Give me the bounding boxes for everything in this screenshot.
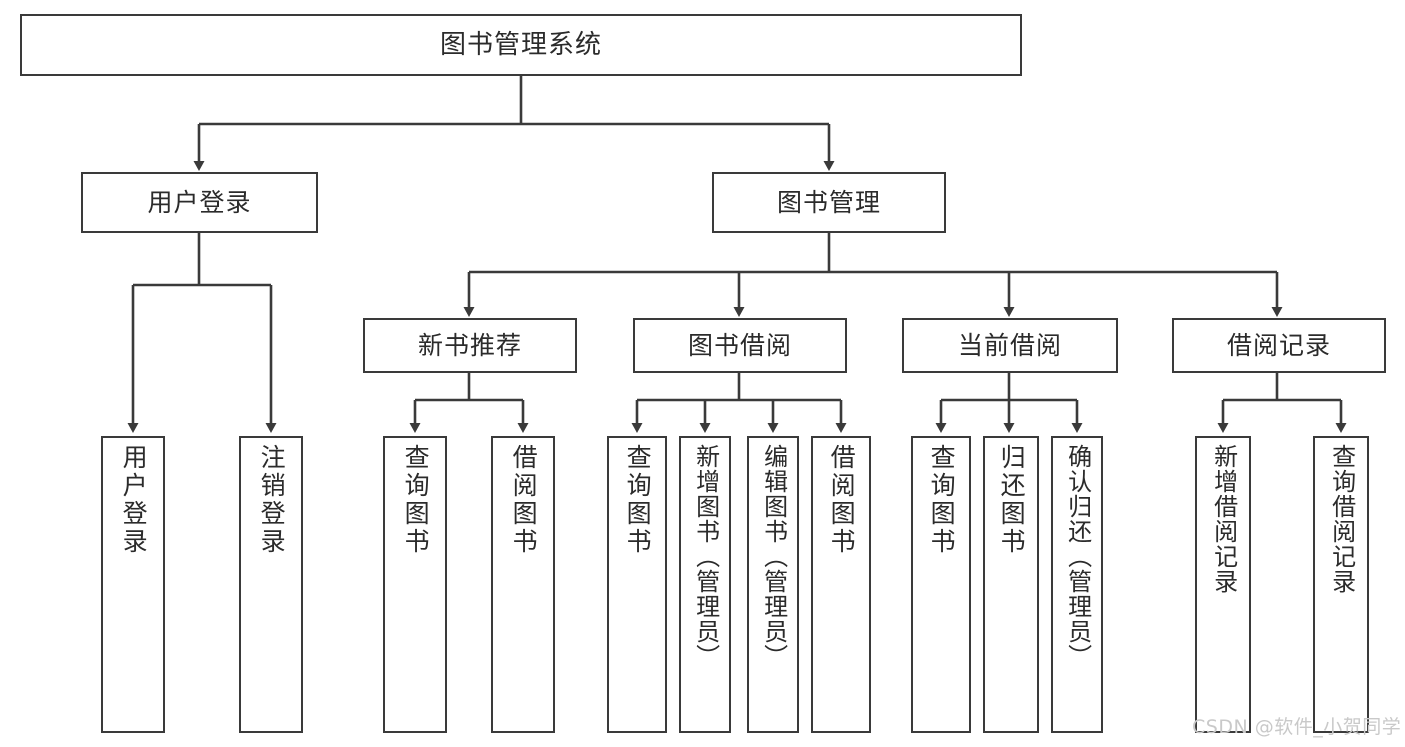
leaf-label: 查询图书: [401, 444, 431, 556]
node-current-borrow[interactable]: 当前借阅: [902, 318, 1118, 373]
leaf-edit-book[interactable]: 编辑图书（管理员）: [747, 436, 799, 733]
leaf-label: 查询图书: [623, 444, 653, 556]
leaf-label: 新增借阅记录: [1209, 444, 1238, 594]
leaf-query-borrow-record[interactable]: 查询借阅记录: [1313, 436, 1369, 733]
leaf-label: 查询图书: [927, 444, 957, 556]
leaf-return-book[interactable]: 归还图书: [983, 436, 1039, 733]
leaf-query-book-recommend[interactable]: 查询图书: [383, 436, 447, 733]
leaf-logout-login[interactable]: 注销登录: [239, 436, 303, 733]
leaf-user-login[interactable]: 用户登录: [101, 436, 165, 733]
node-book-borrow[interactable]: 图书借阅: [633, 318, 847, 373]
node-user-login[interactable]: 用户登录: [81, 172, 318, 233]
node-new-book-recommend[interactable]: 新书推荐: [363, 318, 577, 373]
leaf-label: 归还图书: [997, 444, 1027, 556]
leaf-label: 借阅图书: [509, 444, 539, 556]
leaf-label: 查询借阅记录: [1327, 444, 1356, 594]
leaf-query-book-borrow[interactable]: 查询图书: [607, 436, 667, 733]
leaf-label: 注销登录: [257, 444, 287, 556]
leaf-label: 确认归还（管理员）: [1063, 444, 1092, 669]
leaf-label: 用户登录: [119, 444, 149, 556]
leaf-query-book-current[interactable]: 查询图书: [911, 436, 971, 733]
leaf-label: 编辑图书（管理员）: [759, 444, 788, 669]
leaf-add-book[interactable]: 新增图书（管理员）: [679, 436, 731, 733]
leaf-label: 借阅图书: [827, 444, 857, 556]
leaf-add-borrow-record[interactable]: 新增借阅记录: [1195, 436, 1251, 733]
csdn-watermark: CSDN @软件_小贺同学: [1192, 716, 1402, 738]
node-book-manage[interactable]: 图书管理: [712, 172, 946, 233]
node-borrow-record[interactable]: 借阅记录: [1172, 318, 1386, 373]
leaf-borrow-book-borrow[interactable]: 借阅图书: [811, 436, 871, 733]
leaf-label: 新增图书（管理员）: [691, 444, 720, 669]
leaf-borrow-book-recommend[interactable]: 借阅图书: [491, 436, 555, 733]
leaf-confirm-return[interactable]: 确认归还（管理员）: [1051, 436, 1103, 733]
node-root-system[interactable]: 图书管理系统: [20, 14, 1022, 76]
